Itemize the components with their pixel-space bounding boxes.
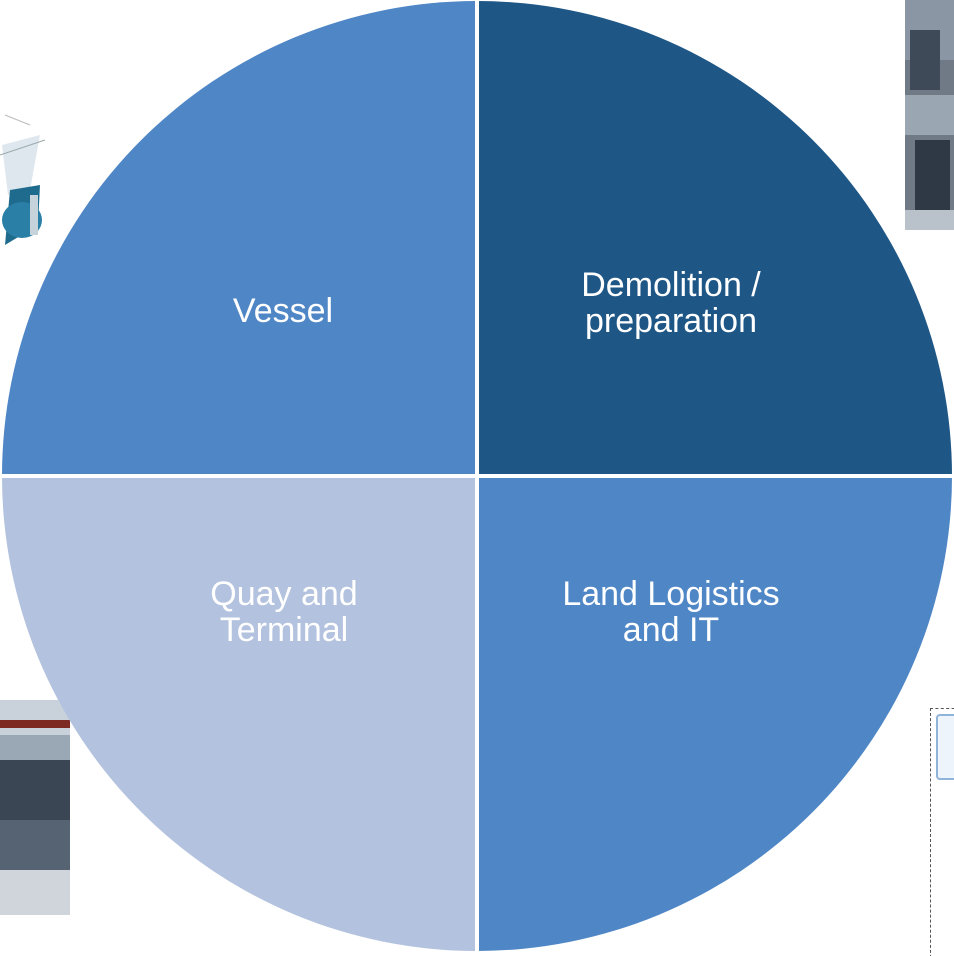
quadrant-label-line: Land Logistics <box>562 575 779 613</box>
quadrant-label-line: Terminal <box>220 611 348 649</box>
demolition-photo <box>905 0 954 230</box>
quadrant-top-right <box>477 1 952 476</box>
quadrant-label-line: preparation <box>585 302 757 340</box>
quadrant-label-line: Demolition / <box>581 266 761 304</box>
quay-terminal-photo <box>0 700 70 915</box>
quadrant-label-top-right: Demolition /preparation <box>581 266 761 340</box>
quadrant-bottom-left <box>2 476 477 951</box>
quadrant-label-line: Vessel <box>233 292 333 330</box>
quadrant-bottom-right <box>477 476 952 951</box>
quadrant-label-line: Quay and <box>210 575 357 613</box>
callout-dashed-frame <box>930 708 954 956</box>
quadrant-label-top-left: Vessel <box>233 292 333 330</box>
callout-box <box>936 714 954 780</box>
quadrant-top-left <box>2 1 477 476</box>
vessel-drawing-image <box>0 95 50 265</box>
quadrant-label-line: and IT <box>623 611 719 649</box>
